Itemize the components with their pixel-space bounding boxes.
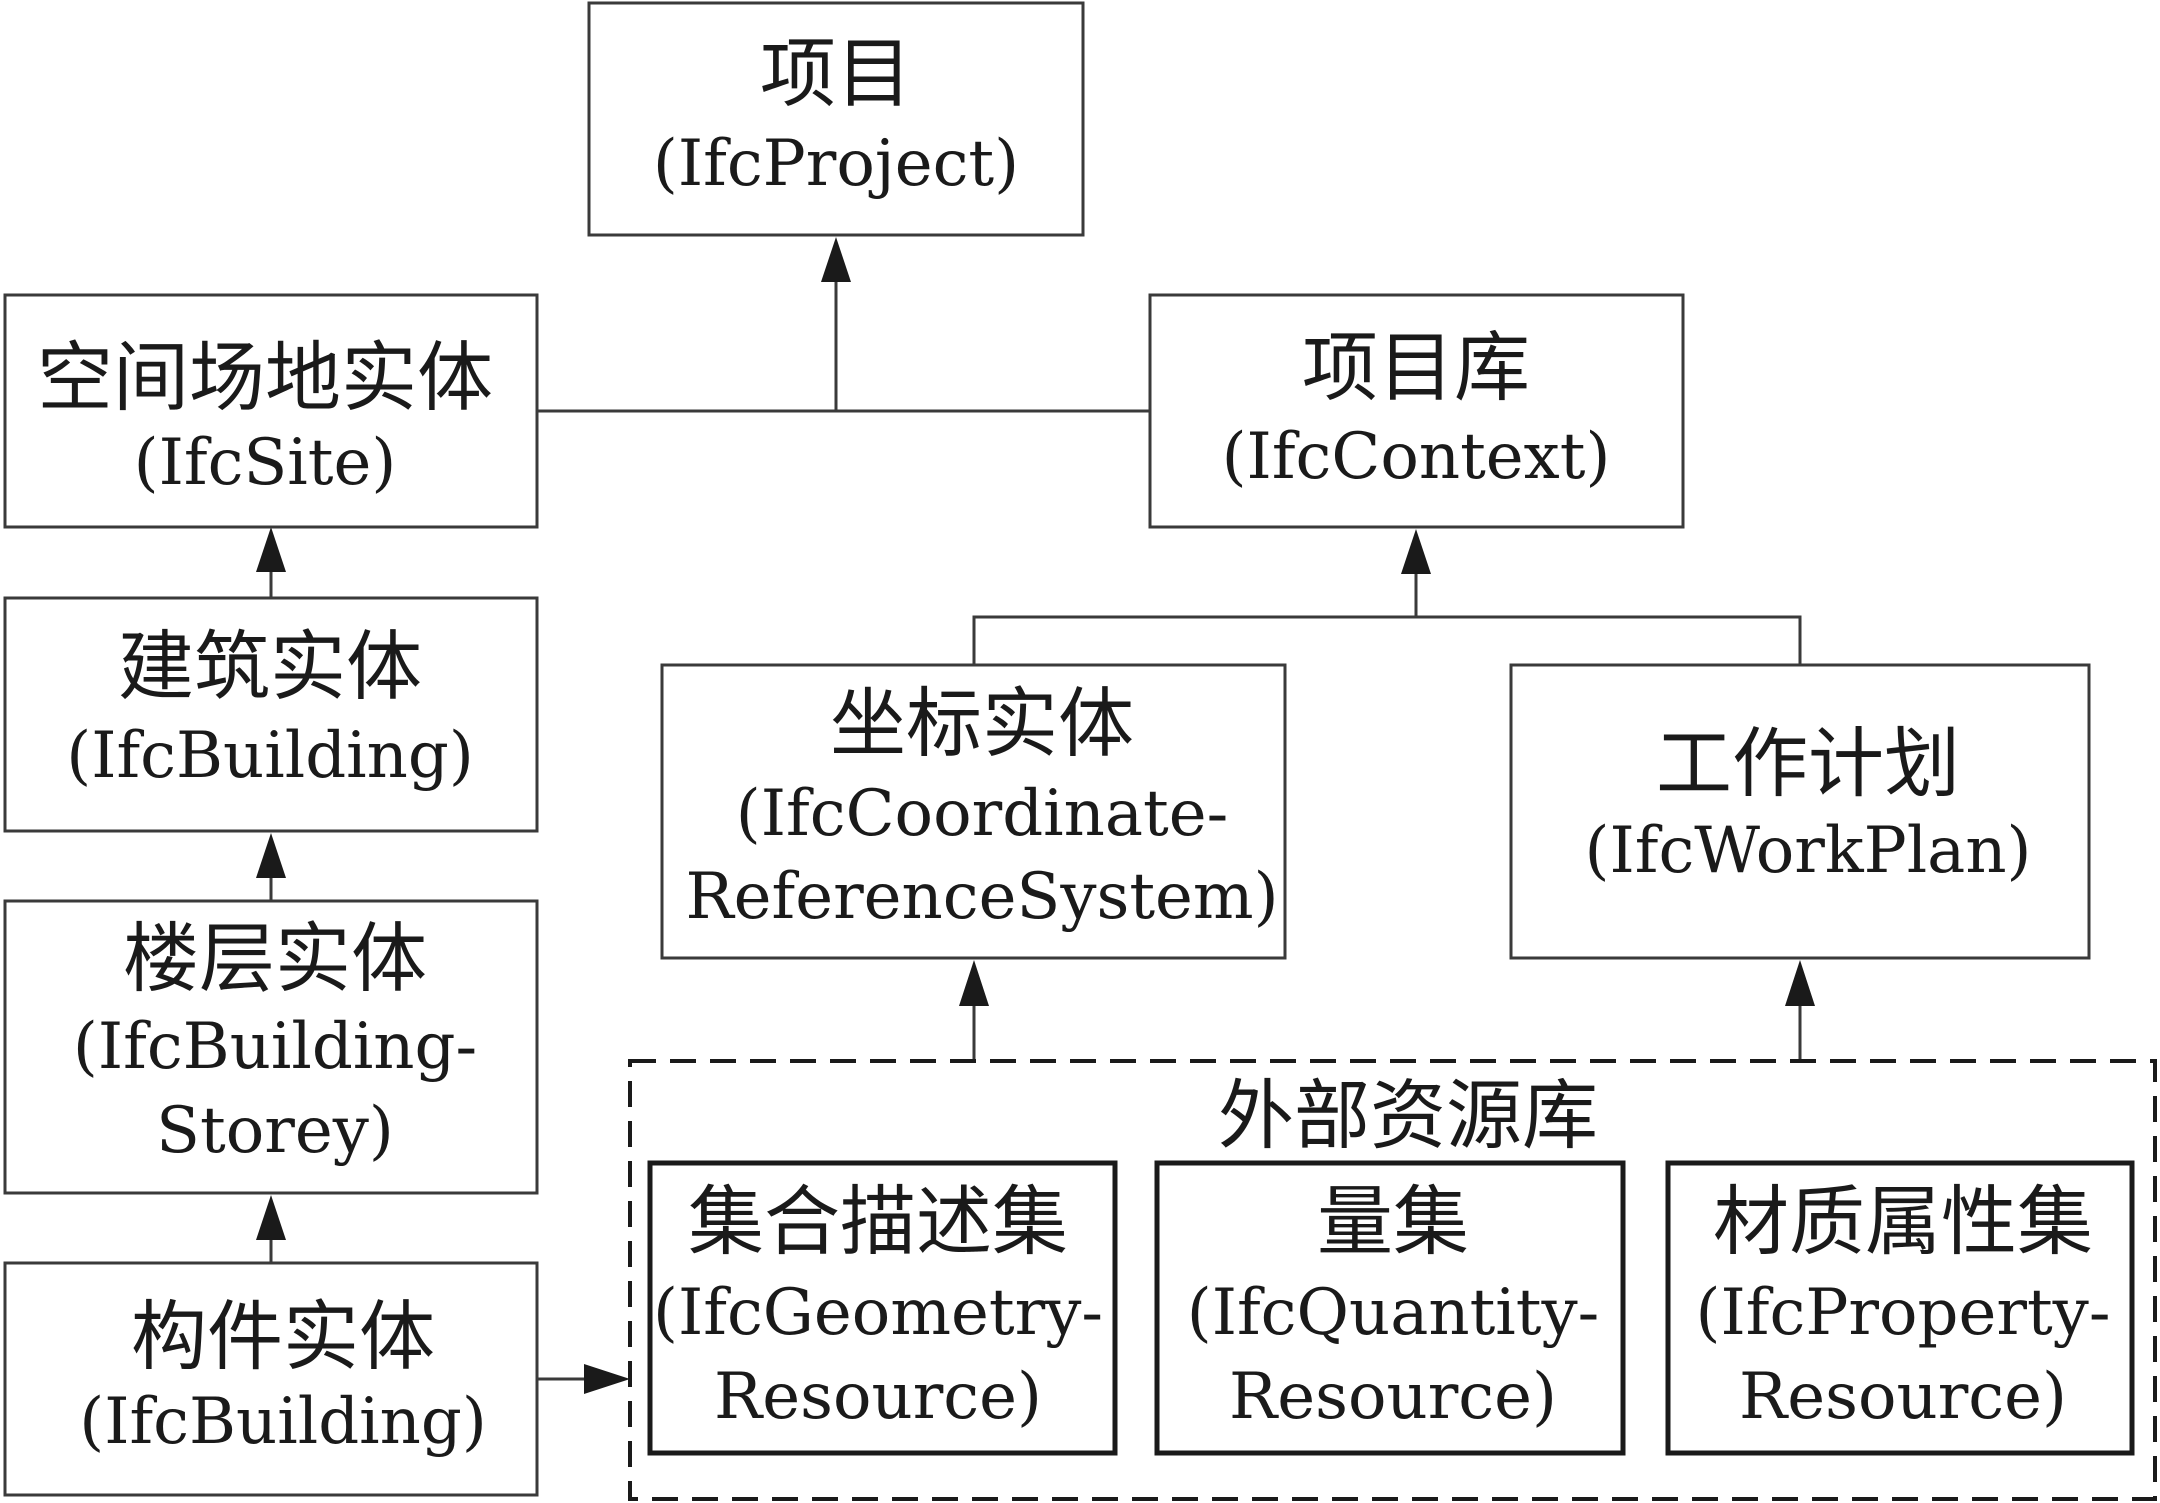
arrowhead-workplan <box>1785 960 1815 1006</box>
node-geometry: 集合描述集 (IfcGeometry- Resource) <box>647 1160 1118 1456</box>
node-building: 建筑实体 (IfcBuilding) <box>3 596 539 833</box>
arrowhead-coordinate <box>959 960 989 1006</box>
connectors <box>256 237 1815 1394</box>
arrowhead-project <box>821 237 851 282</box>
arrowhead-external <box>584 1364 630 1394</box>
node-quantity: 量集 (IfcQuantity- Resource) <box>1154 1160 1626 1456</box>
arrowhead-context <box>1401 529 1431 574</box>
node-site-en: (IfcSite) <box>134 426 397 500</box>
node-storey: 楼层实体 (IfcBuilding- Storey) <box>3 899 539 1195</box>
node-site: 空间场地实体 (IfcSite) <box>3 293 539 529</box>
node-property-cn: 材质属性集 <box>1713 1177 2093 1266</box>
node-geometry-cn: 集合描述集 <box>688 1177 1068 1266</box>
node-workplan-cn: 工作计划 <box>1656 719 1960 808</box>
node-project-cn: 项目 <box>760 29 912 118</box>
node-coordinate-en-line2: ReferenceSystem) <box>685 860 1278 934</box>
arrowhead-storey <box>256 1195 286 1240</box>
node-quantity-cn: 量集 <box>1317 1177 1469 1266</box>
node-storey-en-line1: (IfcBuilding- <box>73 1010 477 1084</box>
external-resource-group: 外部资源库 <box>628 1059 2157 1501</box>
node-element: 构件实体 (IfcBuilding) <box>3 1261 539 1497</box>
node-coordinate-en-line1: (IfcCoordinate- <box>736 777 1228 851</box>
node-context: 项目库 (IfcContext) <box>1148 293 1685 529</box>
node-geometry-en-line1: (IfcGeometry- <box>653 1276 1103 1350</box>
node-workplan-en: (IfcWorkPlan) <box>1585 814 2032 888</box>
external-resource-frame <box>628 1059 2157 1501</box>
node-quantity-en-line2: Resource) <box>1229 1360 1557 1434</box>
node-project: 项目 (IfcProject) <box>587 1 1085 237</box>
node-storey-cn: 楼层实体 <box>123 914 427 1003</box>
node-context-en: (IfcContext) <box>1222 420 1611 494</box>
node-quantity-en-line1: (IfcQuantity- <box>1187 1276 1600 1350</box>
node-context-cn: 项目库 <box>1302 323 1530 412</box>
node-element-cn: 构件实体 <box>131 1292 435 1381</box>
node-storey-en-line2: Storey) <box>156 1094 394 1168</box>
node-coordinate: 坐标实体 (IfcCoordinate- ReferenceSystem) <box>660 663 1287 960</box>
node-geometry-en-line2: Resource) <box>714 1360 1042 1434</box>
node-property-en-line2: Resource) <box>1739 1360 2067 1434</box>
arrowhead-site <box>256 527 286 572</box>
node-site-cn: 空间场地实体 <box>37 333 493 422</box>
node-property-en-line1: (IfcProperty- <box>1696 1276 2111 1350</box>
node-property: 材质属性集 (IfcProperty- Resource) <box>1665 1160 2135 1456</box>
node-building-en: (IfcBuilding) <box>66 719 474 793</box>
connector-coordinate-workplan-bus <box>972 615 1802 665</box>
arrowhead-building <box>256 833 286 878</box>
node-element-en: (IfcBuilding) <box>79 1385 487 1459</box>
node-workplan: 工作计划 (IfcWorkPlan) <box>1509 663 2091 960</box>
external-resource-title: 外部资源库 <box>1218 1071 1598 1160</box>
node-project-en: (IfcProject) <box>653 127 1019 201</box>
node-coordinate-cn: 坐标实体 <box>830 679 1134 768</box>
node-building-cn: 建筑实体 <box>118 622 422 711</box>
